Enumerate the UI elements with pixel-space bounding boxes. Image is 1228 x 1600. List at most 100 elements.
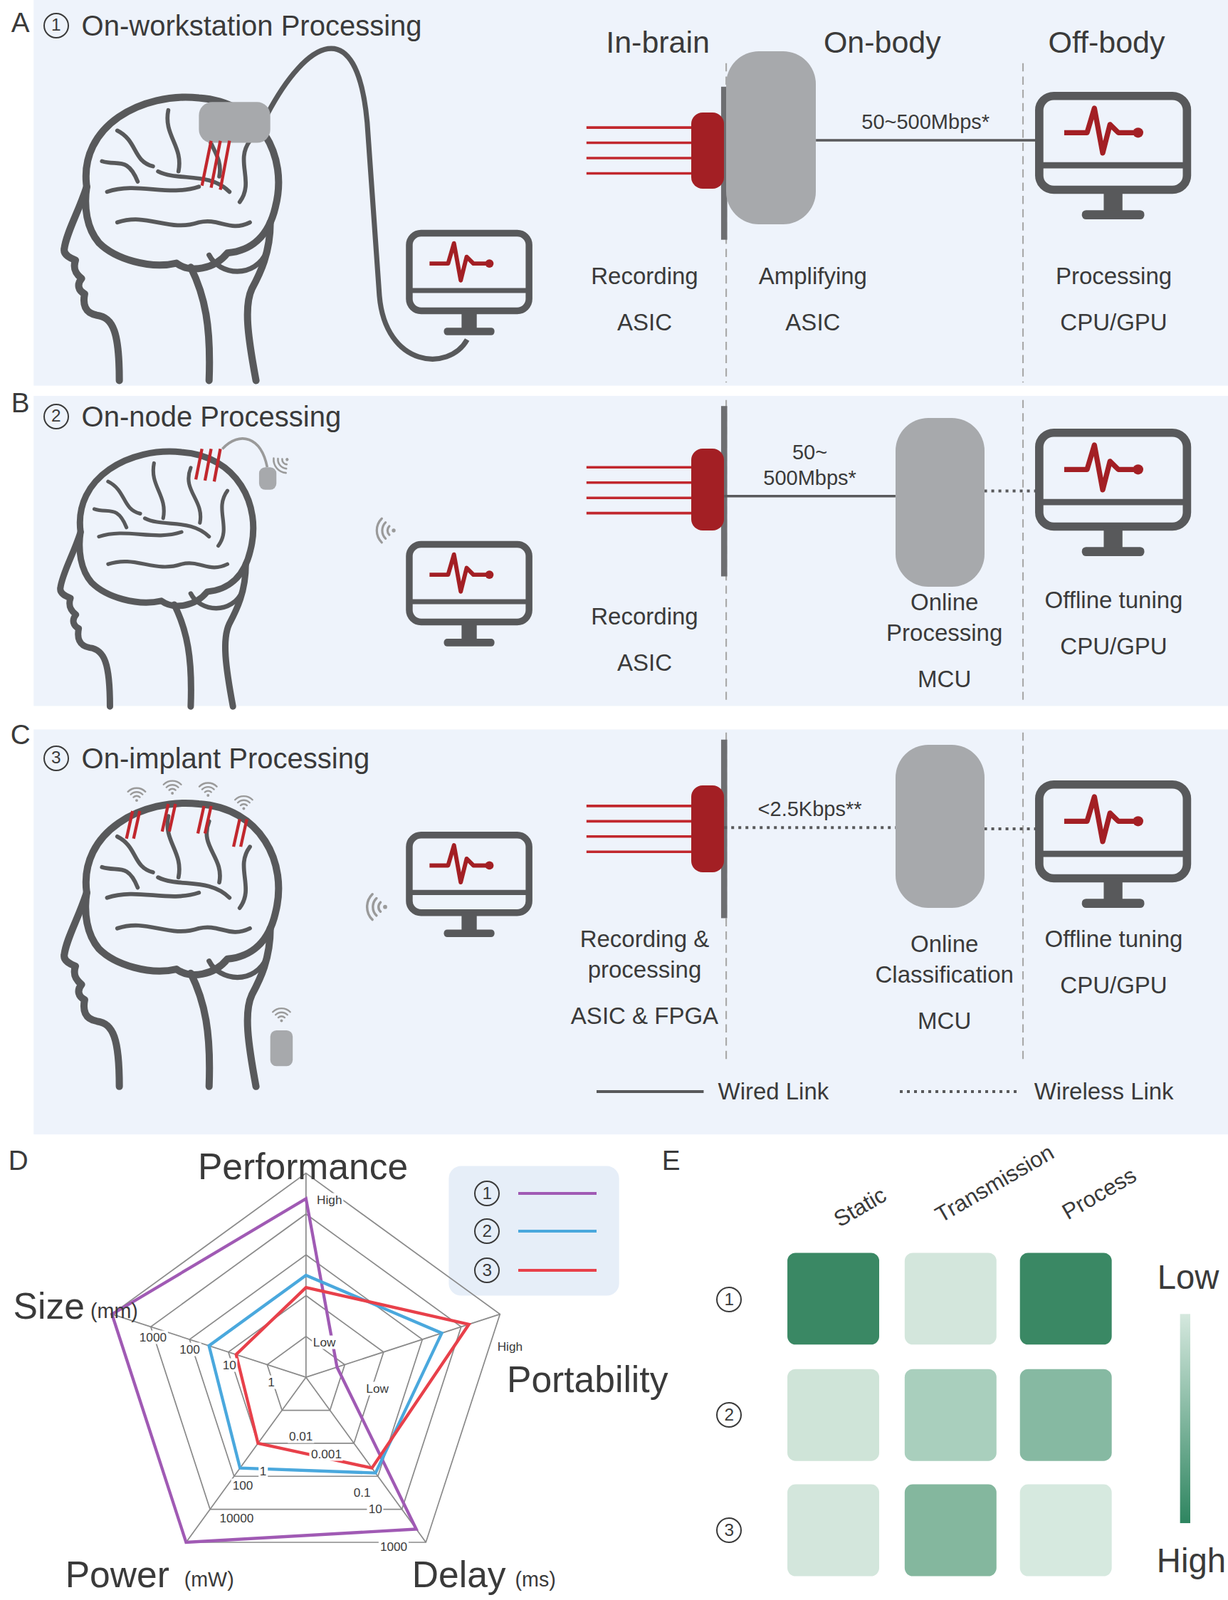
monitor-icon	[1039, 784, 1188, 908]
label: A	[11, 7, 30, 38]
monitor-icon	[1039, 96, 1188, 220]
label: Off-body	[1047, 26, 1165, 60]
illustration-part	[233, 818, 240, 847]
computer-monitor: Offline tuningCPU/GPU	[1035, 780, 1191, 883]
illustration-part	[586, 496, 694, 500]
axis-tick: 0.1	[352, 1485, 373, 1500]
axis-tick: 10000	[217, 1510, 255, 1525]
color-bar	[1180, 1313, 1191, 1523]
stage-label: Processing	[1055, 261, 1172, 292]
panel-title: On-node Processing	[81, 398, 342, 435]
recording-chip: Recording & processingASIC & FPGA	[691, 785, 724, 873]
axis-tick: High	[496, 1339, 524, 1354]
heat-cell	[787, 1484, 880, 1577]
panel-band: On-node ProcessingRecordingASIC Online Pr…	[33, 395, 1228, 707]
text-block: On-implant Processing	[81, 740, 371, 776]
illustration-part	[1022, 400, 1024, 705]
wireless-link	[984, 827, 1036, 831]
text-block: AmplifyingASIC	[720, 261, 906, 339]
illustration-part	[234, 795, 253, 810]
legend-item: Wired Link	[596, 1077, 829, 1105]
axis-tick: 100	[177, 1342, 202, 1357]
label: C	[10, 719, 31, 750]
illustration-part	[64, 97, 279, 381]
illustration-part	[126, 803, 248, 847]
callout-number: 2	[474, 1218, 500, 1244]
illustration-part	[197, 805, 205, 834]
legend-item: Wireless Link	[899, 1077, 1174, 1105]
legend-line	[518, 1229, 597, 1233]
callout-number: 3	[716, 1517, 742, 1543]
panel-title: On-workstation Processing	[81, 7, 423, 44]
illustration-part	[270, 1030, 294, 1066]
legend-line	[518, 1268, 597, 1272]
label: Size	[13, 1285, 85, 1327]
legend-sample	[518, 1188, 597, 1198]
callout-number: 2	[716, 1401, 742, 1428]
wired-link	[815, 138, 1036, 142]
head-illustration-c	[64, 780, 529, 1087]
hardware-label: ASIC	[785, 307, 841, 339]
illustration-part	[586, 511, 694, 515]
illustration-part	[205, 448, 212, 480]
wireless-link	[984, 489, 1036, 492]
hardware-label: ASIC	[617, 647, 673, 679]
illustration-part	[1022, 63, 1024, 383]
illustration-part	[60, 451, 254, 707]
processor-block: Online ProcessingMCU	[895, 417, 985, 586]
callout-number: 1	[716, 1286, 742, 1313]
heat-cell	[904, 1368, 997, 1461]
heat-cell	[904, 1484, 997, 1577]
legend-item: 3	[474, 1257, 597, 1283]
heat-cell	[1020, 1368, 1112, 1461]
illustration-part	[586, 141, 694, 145]
illustration-part	[367, 894, 388, 920]
illustration-part	[272, 1008, 291, 1022]
illustration-part	[169, 803, 176, 832]
illustration-part	[222, 438, 267, 467]
stage-label: Online Classification	[852, 929, 1038, 991]
illustration-part	[586, 835, 694, 838]
legend-text: Wired Link	[718, 1077, 830, 1105]
illustration-part	[202, 140, 230, 191]
heatmap	[787, 1252, 1191, 1576]
illustration-part	[199, 783, 218, 797]
heat-cell	[1020, 1484, 1112, 1577]
processor-block: Online ClassificationMCU	[895, 744, 985, 908]
hardware-label: MCU	[917, 664, 972, 695]
illustration-part	[586, 156, 694, 160]
label: (mW)	[184, 1568, 235, 1592]
text-block: Online ProcessingMCU	[852, 587, 1038, 695]
monitor-icon	[1035, 91, 1191, 225]
illustration-part	[202, 140, 212, 186]
label: Delay	[412, 1553, 507, 1594]
callout-number: 2	[43, 403, 70, 430]
processor-block: AmplifyingASIC	[726, 51, 816, 225]
illustration-part	[586, 804, 694, 808]
monitor-icon	[1035, 428, 1191, 561]
computer-monitor: ProcessingCPU/GPU	[1035, 91, 1191, 194]
legend-sample	[518, 1265, 597, 1275]
wired-link	[723, 494, 896, 498]
legend-sample	[899, 1087, 1021, 1096]
label: Portability	[506, 1358, 668, 1400]
radar-series	[236, 1287, 470, 1468]
stage-label: Recording	[590, 261, 698, 292]
axis-tick: Low	[311, 1335, 338, 1350]
recording-chip: RecordingASIC	[691, 448, 724, 531]
axis-tick: 1000	[138, 1330, 169, 1345]
illustration-part	[198, 101, 270, 143]
legend-box	[448, 1166, 619, 1296]
hardware-label: CPU/GPU	[1059, 970, 1167, 1001]
illustration-part	[409, 543, 529, 646]
panel-ground	[33, 728, 1228, 1135]
callout-number: 1	[43, 12, 70, 39]
text-block: RecordingASIC	[548, 261, 741, 339]
legend-text: Wireless Link	[1034, 1077, 1174, 1105]
label: High	[1156, 1541, 1226, 1579]
stage-label: Offline tuning	[1045, 924, 1184, 955]
wireless-link	[723, 825, 896, 829]
radar-chart	[111, 1173, 500, 1542]
illustration-part	[409, 232, 529, 335]
hardware-label: CPU/GPU	[1059, 307, 1167, 339]
